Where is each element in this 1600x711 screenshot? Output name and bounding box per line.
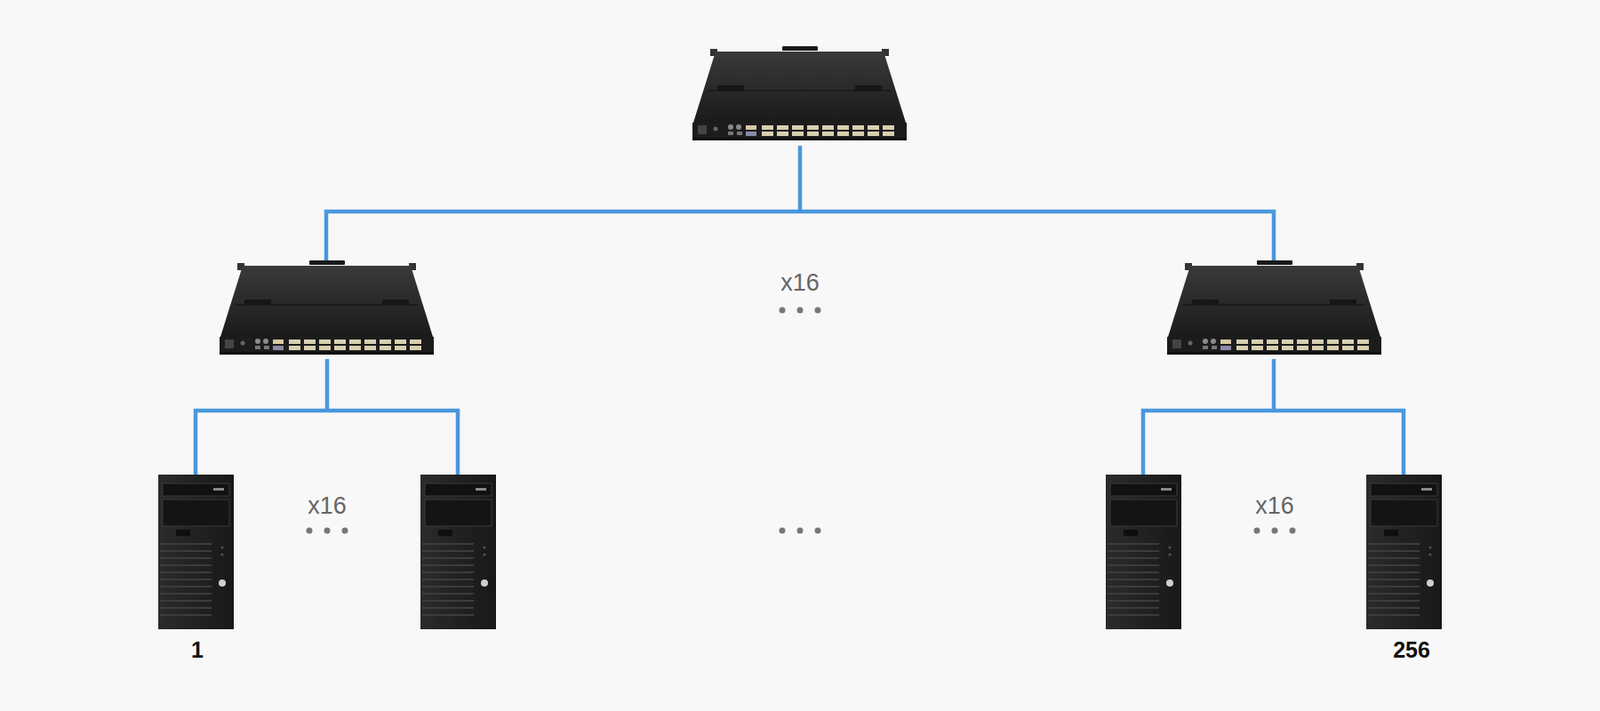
count-label: x16 bbox=[780, 271, 820, 296]
server-tower bbox=[420, 474, 496, 630]
count-label: x16 bbox=[307, 494, 347, 519]
server-number: 1 bbox=[191, 639, 204, 662]
server-tower bbox=[158, 474, 234, 630]
server-tower bbox=[1366, 474, 1442, 630]
kvm-switch bbox=[692, 46, 907, 141]
cascade-wires bbox=[195, 145, 1404, 475]
server-number: 256 bbox=[1392, 639, 1431, 662]
server-tower bbox=[1105, 474, 1182, 630]
count-label: x16 bbox=[1255, 494, 1295, 519]
kvm-switch bbox=[219, 260, 434, 355]
kvm-switch bbox=[1167, 260, 1382, 355]
ellipsis-dots bbox=[306, 307, 1296, 535]
